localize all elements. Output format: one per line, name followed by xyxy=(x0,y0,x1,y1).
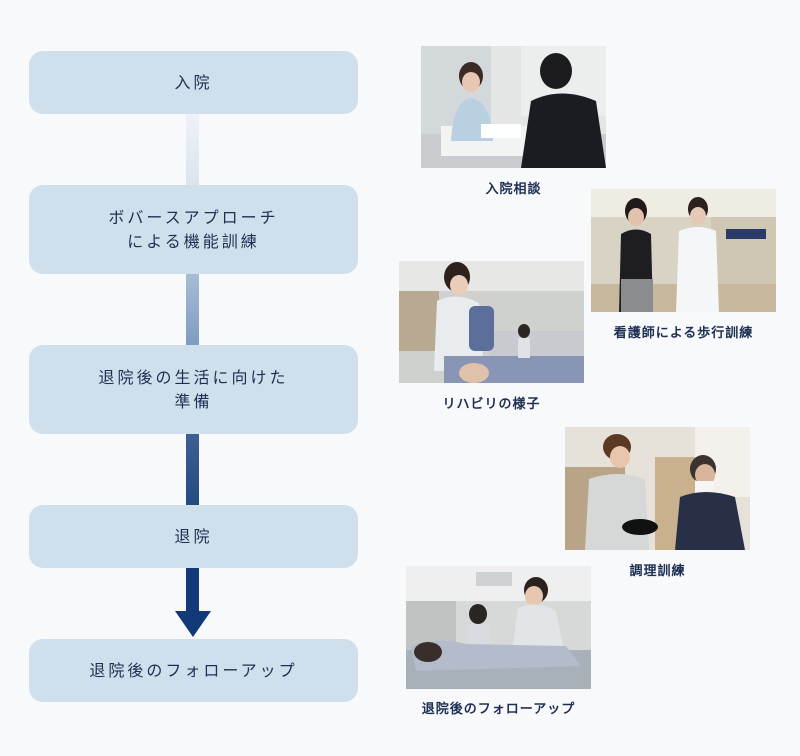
rehabilitation-photo xyxy=(399,261,584,383)
flow-connector-1 xyxy=(186,114,199,185)
nurse-walking-training-photo xyxy=(591,189,776,312)
flow-step-life-preparation: 退院後の生活に向けた 準備 xyxy=(29,345,358,434)
post-discharge-followup-caption: 退院後のフォローアップ xyxy=(421,702,576,717)
cooking-training-caption: 調理訓練 xyxy=(629,564,686,579)
flow-connector-2 xyxy=(186,274,199,345)
admission-consultation-photo xyxy=(421,46,606,168)
rehabilitation-caption: リハビリの様子 xyxy=(442,397,541,412)
flow-step-followup: 退院後のフォローアップ xyxy=(29,639,358,702)
nurse-walking-training-caption: 看護師による歩行訓練 xyxy=(613,326,754,341)
flow-step-discharge: 退院 xyxy=(29,505,358,568)
cooking-training-photo xyxy=(565,427,750,550)
flow-step-admission: 入院 xyxy=(29,51,358,114)
admission-consultation-caption: 入院相談 xyxy=(485,182,542,197)
flow-arrow-head xyxy=(175,611,211,637)
flow-connector-3 xyxy=(186,434,199,505)
post-discharge-followup-photo xyxy=(406,566,591,689)
flow-step-bobath-training: ボバースアプローチ による機能訓練 xyxy=(29,185,358,274)
flow-connector-4 xyxy=(186,568,199,613)
